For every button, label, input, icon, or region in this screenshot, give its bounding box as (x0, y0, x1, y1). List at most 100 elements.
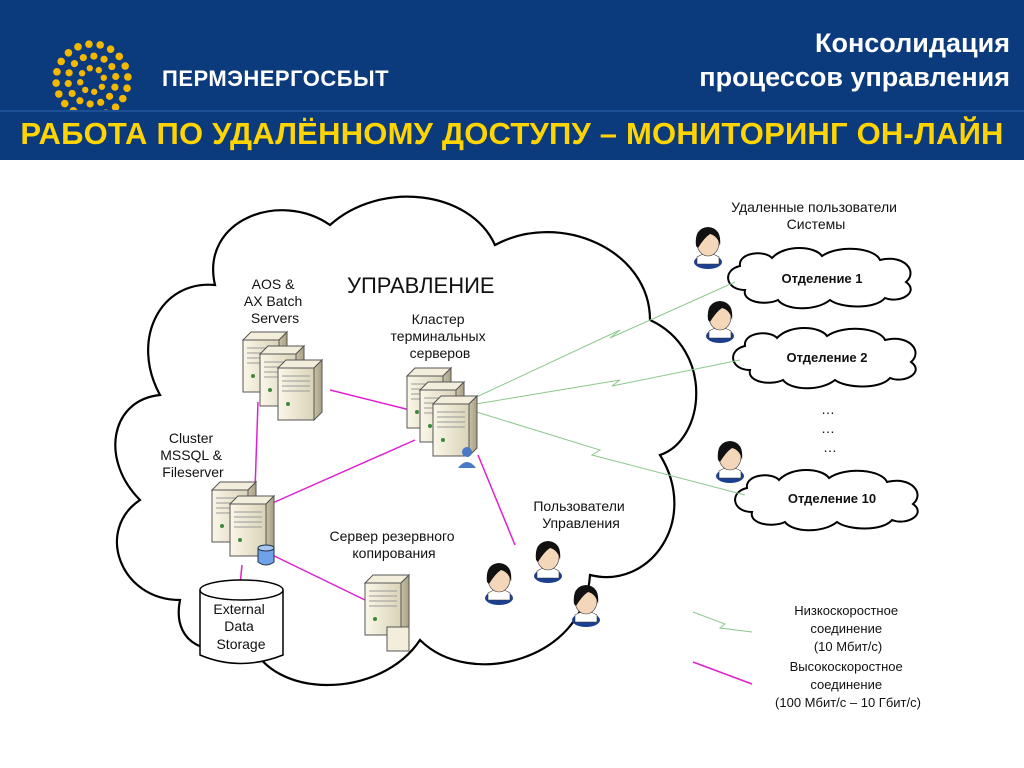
svg-text:Кластер терминальных с: Кластер терминальных серверов (391, 311, 490, 361)
svg-text:Низкоскоростное соединение: Низкоскоростное соединение (10 Мбит/с) (794, 603, 901, 654)
logo-dot (111, 83, 119, 91)
legend-high-speed-text: (100 Мбит/с – 10 Гбит/с) (775, 695, 921, 710)
logo-dot (121, 62, 129, 70)
svg-text:Высокоскоростное соединени: Высокоскоростное соединение (100 Мбит/с … (775, 659, 921, 710)
brand-name: ПЕРМЭНЕРГОСБЫТ (162, 66, 390, 91)
ellipsis: … (823, 439, 837, 455)
legend-low-speed-text: соединение (810, 621, 882, 636)
logo-dot (106, 45, 115, 53)
logo-dot (90, 52, 98, 60)
legend-low-speed-line (692, 611, 753, 633)
logo-dot (74, 43, 82, 51)
svg-text:External Data Storage: External Data Storage (213, 601, 268, 652)
terminal-label-line: Кластер (412, 311, 465, 327)
logo-dot (100, 55, 108, 63)
logo-dot (112, 72, 120, 81)
remote-user-avatar (705, 300, 735, 344)
terminal-label-line: серверов (410, 345, 471, 361)
logo-dot (52, 79, 60, 87)
remote-users-label-line: Удаленные пользователи (731, 199, 897, 215)
branch-cloud-1 (727, 247, 912, 310)
logo-dot (57, 57, 65, 66)
logo-dot (77, 79, 84, 86)
ellipsis: … (821, 401, 835, 417)
branch-cloud-10 (734, 469, 919, 532)
logo-dot (65, 69, 73, 77)
logo-dot (115, 52, 124, 61)
sun-logo-icon (52, 40, 132, 120)
svg-text:Cluster MSSQL & Filese: Cluster MSSQL & Fileserver (160, 430, 226, 480)
logo-dot (111, 103, 120, 112)
aos-label-line: AX Batch (244, 293, 302, 309)
backup-label-line: копирования (352, 545, 435, 561)
aos-label-line: AOS & (252, 276, 295, 292)
mssql-cluster (211, 481, 275, 566)
logo-dot (76, 97, 84, 105)
logo-dot (119, 94, 127, 103)
ellipsis: … (821, 420, 835, 436)
logo-dot (105, 92, 114, 100)
legend-high-speed-text: соединение (810, 677, 882, 692)
backup-server (364, 574, 410, 652)
banner: РАБОТА ПО УДАЛЁННОМУ ДОСТУПУ – МОНИТОРИН… (0, 110, 1024, 160)
logo-dot (64, 48, 73, 57)
mgmt-users-label-line: Пользователи (533, 498, 624, 514)
logo-dot (86, 100, 94, 108)
aos-label-line: Servers (251, 310, 299, 326)
remote-user-avatar (693, 226, 723, 270)
logo-dot (68, 89, 76, 98)
logo-dot (95, 66, 102, 74)
legend-low-speed-text: Низкоскоростное (794, 603, 898, 618)
svg-text:Удаленные пользователи Сис: Удаленные пользователи Системы (731, 199, 901, 232)
low-speed-links (469, 281, 746, 496)
logo-dot (91, 88, 98, 95)
legend-low-speed-text: (10 Мбит/с) (814, 639, 882, 654)
logo-dot (96, 41, 104, 49)
logo-dot (70, 60, 79, 68)
management-user-avatar (484, 562, 514, 606)
backup-label-line: Сервер резервного (330, 528, 455, 544)
management-user-avatar (533, 540, 563, 584)
logo-dot (78, 70, 86, 77)
high-speed-links (239, 389, 516, 601)
svg-text:Пользователи Управления: Пользователи Управления (533, 498, 628, 531)
logo-dot (123, 84, 131, 92)
terminal-label-line: терминальных (391, 328, 486, 344)
remote-user-avatar (715, 440, 745, 484)
logo-dot (60, 99, 69, 108)
svg-text:AOS & AX Batch Servers: AOS & AX Batch Servers (244, 276, 306, 326)
logo-dot (97, 98, 105, 106)
cluster-label-line: Cluster (169, 430, 214, 446)
logo-dot (98, 83, 106, 90)
logo-dot (64, 79, 72, 88)
logo-dot (124, 73, 132, 81)
branch-cloud-2 (732, 327, 917, 390)
logo-dot (85, 40, 93, 48)
terminal-server-cluster (406, 367, 478, 468)
storage-label-line: Data (224, 618, 254, 634)
banner-title: РАБОТА ПО УДАЛЁННОМУ ДОСТУПУ – МОНИТОРИН… (20, 116, 1004, 151)
cloud-title: УПРАВЛЕНИЕ (347, 273, 495, 298)
subtitle-line-1: Консолидация (815, 28, 1010, 58)
cluster-label-line: MSSQL & (160, 447, 222, 463)
management-user-avatar (571, 584, 601, 628)
storage-label-line: External (213, 601, 264, 617)
logo-dot (100, 74, 107, 81)
logo-dot (82, 86, 89, 94)
branch-label-1: Отделение 1 (781, 271, 862, 286)
branch-label-10: Отделение 10 (788, 491, 876, 506)
storage-label-line: Storage (216, 636, 265, 652)
external-data-storage (199, 579, 284, 665)
logo-dot (55, 90, 63, 98)
logo-dot (79, 54, 87, 62)
branch-label-2: Отделение 2 (786, 350, 867, 365)
mgmt-users-label-line: Управления (542, 515, 620, 531)
legend-high-speed-text: Высокоскоростное (790, 659, 903, 674)
svg-text:… … …: … … … (821, 401, 839, 455)
logo-dot (53, 68, 61, 76)
logo-dot (108, 62, 116, 71)
subtitle-line-2: процессов управления (699, 62, 1010, 92)
legend-high-speed-line (692, 661, 753, 685)
logo-dot (86, 65, 93, 72)
